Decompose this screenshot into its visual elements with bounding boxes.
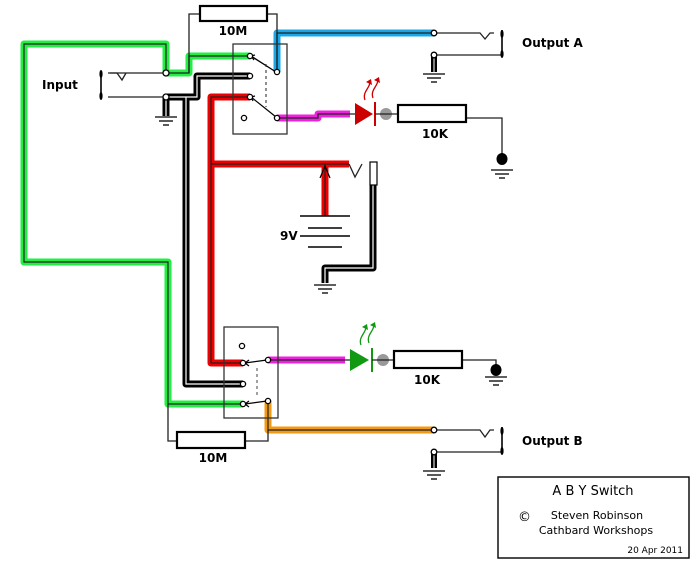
output-a-jack: Output A: [422, 29, 584, 83]
resistor-bottom-label: 10M: [199, 451, 228, 465]
black-ground-path: [162, 72, 377, 388]
ground-icon: [154, 116, 178, 126]
led-a-red: [355, 77, 392, 126]
battery-9v: 9V: [280, 215, 350, 294]
output-b-jack: Output B: [422, 426, 583, 480]
input-label: Input: [42, 78, 78, 92]
battery-label: 9V: [280, 229, 298, 243]
resistor-10k-a-label: 10K: [422, 127, 449, 141]
resistor-top-label: 10M: [219, 24, 248, 38]
switch-b: [223, 326, 279, 419]
resistor-10m-top: 10M: [188, 4, 278, 73]
resistor-10m-bottom: 10M: [167, 404, 269, 465]
title-block-title: A B Y Switch: [552, 484, 633, 499]
copyright-icon: ©: [518, 510, 531, 525]
company-name: Cathbard Workshops: [539, 524, 654, 537]
magenta-led-path: [268, 110, 355, 364]
resistor-10k-a: 10K: [375, 103, 514, 179]
title-block: A B Y Switch © Steven Robinson Cathbard …: [497, 476, 690, 559]
input-jack: Input: [42, 69, 178, 126]
resistor-10k-b: 10K: [372, 349, 508, 387]
dc-power-jack: [319, 161, 378, 186]
blue-output-a-path: [273, 29, 434, 72]
ground-icon: [422, 470, 446, 480]
output-b-label: Output B: [522, 434, 583, 448]
ground-icon: [313, 284, 337, 294]
led-b-green: [350, 322, 389, 372]
input-sleeve-terminal: [162, 93, 170, 101]
drawing-date: 20 Apr 2011: [627, 546, 683, 556]
ground-icon: [484, 376, 508, 386]
red-power-path: [207, 93, 349, 367]
resistor-10k-b-label: 10K: [414, 373, 441, 387]
orange-output-b-path: [264, 401, 434, 434]
input-tip-terminal: [162, 69, 170, 77]
output-a-label: Output A: [522, 36, 584, 50]
author-name: Steven Robinson: [551, 509, 643, 522]
ground-icon: [422, 73, 446, 83]
switch-a: [232, 43, 288, 135]
ground-icon: [490, 169, 514, 179]
